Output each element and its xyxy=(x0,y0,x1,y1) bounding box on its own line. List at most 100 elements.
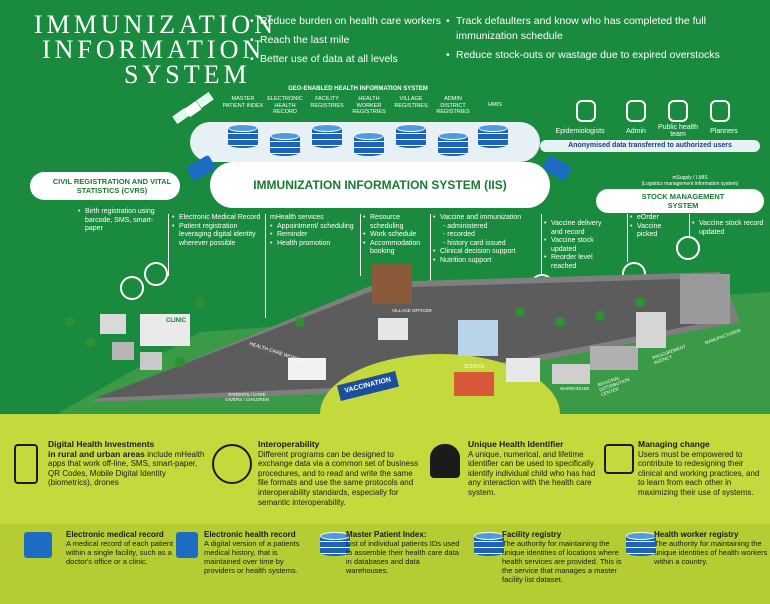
bullet-item: Appointment/ scheduling xyxy=(270,223,356,232)
school-label: SCHOOL xyxy=(464,364,486,370)
box-icon xyxy=(676,236,700,260)
public-health-icon xyxy=(668,100,688,122)
goals-left: Reduce burden on health care workers Rea… xyxy=(250,14,450,71)
database-icon xyxy=(312,124,342,150)
msupply-line1: mSupply / LMIS xyxy=(672,175,708,181)
block-title: Master Patient Index: xyxy=(346,530,427,539)
block-text: A medical record of each patient within … xyxy=(66,539,174,566)
title-line-3: System xyxy=(124,60,251,89)
facility-block: Facility registry The authority for main… xyxy=(502,530,626,584)
ehr-icon xyxy=(176,532,198,558)
msupply-caption: mSupply / LMIS (Logistics management inf… xyxy=(610,175,770,187)
block-text: The authority for maintaining the unique… xyxy=(654,539,768,566)
user-label: Planners xyxy=(710,128,738,135)
mhealth-title: mHealth services xyxy=(270,214,324,221)
user-label: Admin xyxy=(626,128,646,135)
clinic-label: CLINIC xyxy=(166,318,186,324)
bullet-item: Vaccine and immunization xyxy=(433,214,523,223)
block-title: Interoperability xyxy=(258,439,320,449)
satellite-icon xyxy=(172,92,214,124)
village-label: VILLAGE OFFICER xyxy=(392,308,432,313)
bullet-item: Reminder xyxy=(270,231,356,240)
registry-label: HEALTH WORKER REGISTRIES xyxy=(352,96,386,115)
database-icon xyxy=(396,124,426,150)
registry-label: VILLAGE REGISTRIES xyxy=(394,96,428,109)
title-line-1: Immunization xyxy=(34,10,277,39)
birth-registration-list: Birth registration using barcode, SMS, s… xyxy=(78,208,166,234)
his-title: GEO-ENABLED HEALTH INFORMATION SYSTEM xyxy=(288,86,428,92)
goals-right: Track defaulters and know who has comple… xyxy=(446,14,736,67)
bullet-item: Clinical decision support xyxy=(433,248,523,257)
goal-item: Reach the last mile xyxy=(250,33,450,48)
emr-list: Electronic Medical Record Patient regist… xyxy=(172,214,268,248)
user-label: Public health team xyxy=(657,124,699,138)
resource-list: Resource scheduling Work schedule Accomm… xyxy=(363,214,429,257)
bullet-item: Accommodation booking xyxy=(363,240,429,257)
users-note: Anonymised data transferred to authorize… xyxy=(540,140,760,152)
admin-icon xyxy=(626,100,646,122)
database-icon xyxy=(478,124,508,150)
bullet-item: Vaccine picked xyxy=(630,223,676,240)
baby-icon xyxy=(120,276,144,300)
block-text: Different programs can be designed to ex… xyxy=(258,449,419,507)
network-icon xyxy=(212,444,252,484)
bullet-item: Patient registration leveraging digital … xyxy=(172,223,268,249)
block-text: A digital version of a patients medical … xyxy=(204,539,300,575)
bullet-item: Vaccine stock updated xyxy=(544,237,614,254)
interoperability-block: Interoperability Different programs can … xyxy=(258,439,424,507)
ehr-block: Electronic health record A digital versi… xyxy=(204,530,314,575)
database-icon xyxy=(354,132,384,158)
block-title: Health worker registry xyxy=(654,530,739,539)
change-icon xyxy=(604,444,634,474)
bullet-item: Electronic Medical Record xyxy=(172,214,268,223)
goal-item: Reduce burden on health care workers xyxy=(250,14,450,29)
goal-item: Better use of data at all levels xyxy=(250,52,450,67)
town-map xyxy=(60,264,770,414)
block-text: include mHealth apps that work off-line,… xyxy=(48,449,205,488)
uhi-block: Unique Health Identifier A unique, numer… xyxy=(468,439,602,498)
mhealth-list: mHealth services Appointment/ scheduling… xyxy=(270,214,356,248)
goal-item: Reduce stock-outs or wastage due to expi… xyxy=(446,48,736,63)
epidemiologist-icon xyxy=(576,100,596,122)
registry-label: ELECTRONIC HEALTH RECORD xyxy=(267,96,303,115)
block-text: Users must be empowered to contribute to… xyxy=(638,449,760,497)
block-title: Unique Health Identifier xyxy=(468,439,564,449)
registry-label: MASTER PATIENT INDEX xyxy=(222,96,264,109)
database-icon xyxy=(474,532,504,558)
stock-list: Vaccine stock record updated xyxy=(692,220,766,237)
database-icon xyxy=(320,532,350,558)
bullet-item: Vaccine delivery and record xyxy=(544,220,614,237)
stock-title: STOCK MANAGEMENT SYSTEM xyxy=(641,192,725,210)
sub-item: - recorded xyxy=(443,231,475,239)
planner-icon xyxy=(710,100,730,122)
sub-item: - administered xyxy=(443,222,488,230)
bullet-item: Vaccine stock record updated xyxy=(692,220,766,237)
iis-cloud: IMMUNIZATION INFORMATION SYSTEM (IIS) xyxy=(210,162,550,208)
stock-cloud: STOCK MANAGEMENT SYSTEM xyxy=(596,189,764,213)
mpi-block: Master Patient Index: List of individual… xyxy=(346,530,464,575)
database-icon xyxy=(228,124,258,150)
crvs-title: CIVIL REGISTRATION AND VITAL STATISTICS … xyxy=(52,177,172,195)
digital-health-block: Digital Health Investments in rural and … xyxy=(48,439,208,488)
title-line-2: Information xyxy=(42,35,266,64)
parents-label: PARENTS / CARE GIVERS / CHILDREN xyxy=(225,392,269,402)
page-title: Immunization Information System xyxy=(34,10,277,89)
bullet-item: Nutrition support xyxy=(433,257,523,266)
block-text: The authority for maintaining the unique… xyxy=(502,539,622,584)
emr-icon xyxy=(24,532,52,558)
database-icon xyxy=(626,532,656,558)
block-title: Digital Health Investments xyxy=(48,439,155,449)
bullet-item: eOrder xyxy=(630,214,676,223)
bullet-item: Reorder level reached xyxy=(544,254,614,271)
bullet-item: Work schedule xyxy=(363,231,429,240)
block-title: Managing change xyxy=(638,439,710,449)
iis-title: IMMUNIZATION INFORMATION SYSTEM (IIS) xyxy=(253,178,507,192)
registry-label: HMIS xyxy=(488,102,502,108)
person-id-icon xyxy=(430,444,460,478)
block-text: List of individual patients IDs used to … xyxy=(346,539,460,575)
stethoscope-icon xyxy=(144,262,168,286)
database-icon xyxy=(270,132,300,158)
msupply-line2: (Logistics management information system… xyxy=(641,181,739,187)
bullet-item: Birth registration using barcode, SMS, s… xyxy=(78,208,166,234)
emr-block: Electronic medical record A medical reco… xyxy=(66,530,178,566)
